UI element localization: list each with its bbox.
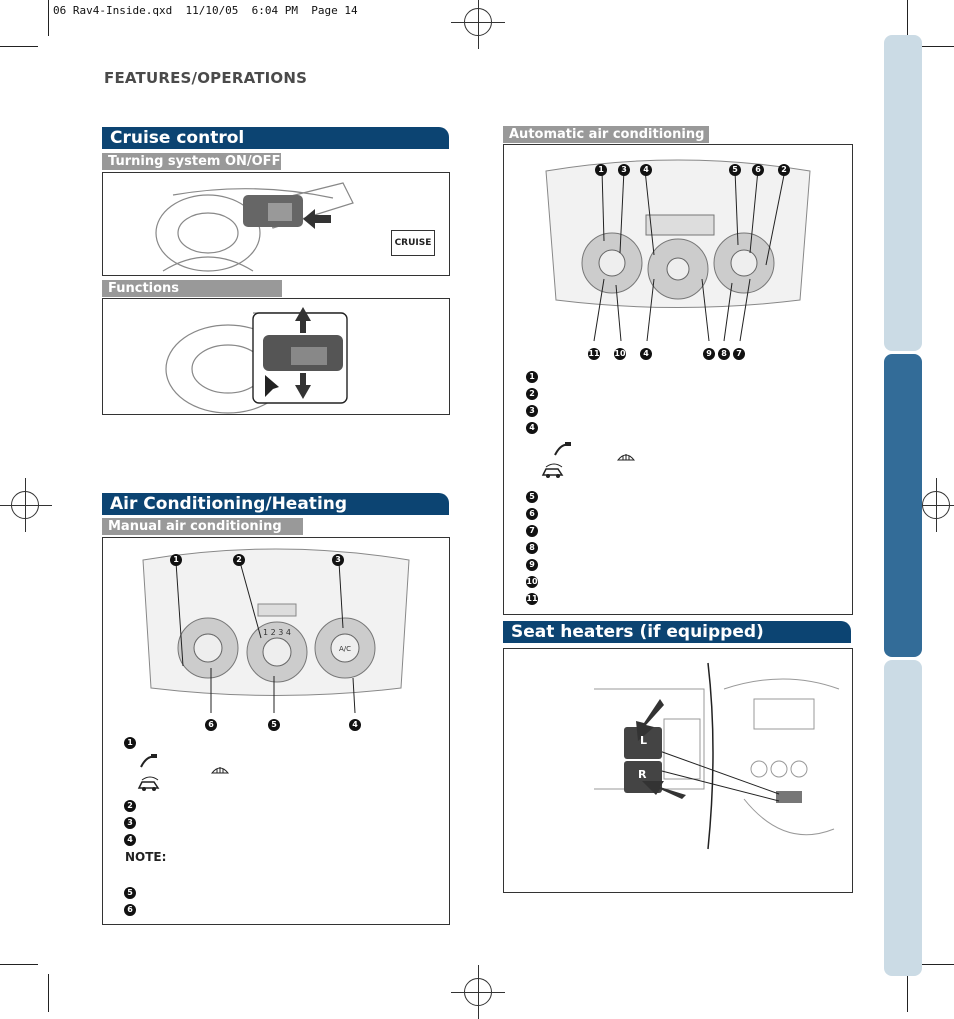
auto-callout-3: 3 (618, 157, 630, 176)
auto-callout-4: 4 (640, 157, 652, 176)
manual-list-item-2: 2 (124, 798, 136, 812)
crop-mark (0, 46, 38, 47)
cruise-sub-functions: Functions (102, 280, 282, 297)
auto-ac-box: 1 3 4 5 6 2 11 10 4 9 8 7 1 2 3 4 5 6 7 … (503, 144, 853, 615)
crop-mark (0, 964, 38, 965)
auto-callout-5: 5 (729, 157, 741, 176)
cruise-on-off-figure: CRUISE (102, 172, 450, 276)
cruise-indicator-label: CRUISE (394, 238, 432, 248)
crop-mark (48, 974, 49, 1012)
auto-callout-1: 1 (595, 157, 607, 176)
auto-callout-6: 6 (752, 157, 764, 176)
defrost-mode-icon (139, 753, 159, 773)
manual-list-item-6: 6 (124, 902, 136, 916)
file-slug: 06 Rav4-Inside.qxd 11/10/05 6:04 PM Page… (53, 4, 358, 17)
fan-speed-digits: 1 2 3 4 (263, 628, 291, 637)
seat-heater-right-label: R (638, 768, 647, 781)
callout-6: 6 (205, 712, 217, 731)
auto-list-item-5: 5 (526, 489, 538, 503)
auto-callout-9: 9 (703, 341, 715, 360)
side-tab (884, 35, 922, 351)
side-tab (884, 660, 922, 976)
auto-list-item-9: 9 (526, 557, 538, 571)
seat-heater-left-label: L (640, 734, 648, 747)
manual-ac-box: 1 2 3 4 A/C 1 2 3 6 5 4 1 2 3 4 NOTE: 5 … (102, 537, 450, 925)
auto-list-item-2: 2 (526, 386, 538, 400)
auto-callout-11: 11 (588, 348, 600, 360)
manual-list-item-5: 5 (124, 885, 136, 899)
auto-list-item-8: 8 (526, 540, 538, 554)
callout-1: 1 (170, 547, 182, 566)
section-header: FEATURES/OPERATIONS (104, 69, 308, 87)
manual-list-item-4: 4 (124, 832, 136, 846)
manual-list-item-1: 1 (124, 735, 136, 749)
crop-mark (916, 46, 954, 47)
cruise-sub-on-off: Turning system ON/OFF (102, 153, 281, 170)
auto-list-item-11: 11 (526, 593, 538, 605)
callout-4: 4 (349, 712, 361, 731)
registration-mark (909, 478, 954, 532)
auto-callout-4b: 4 (640, 341, 652, 360)
registration-mark (0, 478, 52, 532)
side-tab-active (884, 354, 922, 657)
seat-heaters-title-band: Seat heaters (if equipped) (503, 621, 851, 643)
ac-button-label: A/C (339, 645, 351, 653)
auto-callout-7: 7 (733, 341, 745, 360)
seat-heater-switch-illustration (594, 662, 840, 850)
note-label: NOTE: (125, 850, 167, 864)
auto-defrost-mode-icon (553, 441, 573, 461)
cruise-title-band: Cruise control (102, 127, 449, 149)
auto-ac-panel (545, 159, 811, 342)
aircon-sub-manual: Manual air conditioning (102, 518, 303, 535)
steering-stalk-illustration (155, 182, 354, 272)
callout-2: 2 (233, 547, 245, 566)
callout-3: 3 (332, 547, 344, 566)
manual-ac-panel: 1 2 3 4 A/C (142, 548, 410, 714)
callout-5: 5 (268, 712, 280, 731)
auto-callout-8: 8 (718, 341, 730, 360)
aircon-sub-auto: Automatic air conditioning (503, 126, 709, 143)
auto-list-item-3: 3 (526, 403, 538, 417)
auto-windshield-defrost-icon (616, 447, 636, 466)
auto-list-item-10: 10 (526, 576, 538, 588)
windshield-defrost-icon (210, 760, 230, 779)
manual-list-item-3: 3 (124, 815, 136, 829)
auto-recirculation-icon (540, 463, 566, 483)
registration-mark (451, 965, 505, 1019)
cruise-functions-figure (102, 298, 450, 415)
auto-callout-2: 2 (778, 157, 790, 176)
aircon-title-band: Air Conditioning/Heating (102, 493, 449, 515)
auto-list-item-4: 4 (526, 420, 538, 434)
auto-list-item-7: 7 (526, 523, 538, 537)
auto-list-item-6: 6 (526, 506, 538, 520)
auto-callout-10: 10 (614, 348, 626, 360)
crop-mark (907, 974, 908, 1012)
cruise-indicator-box: CRUISE (391, 230, 435, 256)
seat-heaters-box: L R (503, 648, 853, 893)
auto-list-item-1: 1 (526, 369, 538, 383)
recirculation-icon (136, 776, 162, 796)
registration-mark (451, 0, 505, 49)
cruise-lever-illustration (165, 307, 348, 414)
crop-mark (907, 0, 908, 36)
crop-mark (48, 0, 49, 36)
crop-mark (916, 964, 954, 965)
